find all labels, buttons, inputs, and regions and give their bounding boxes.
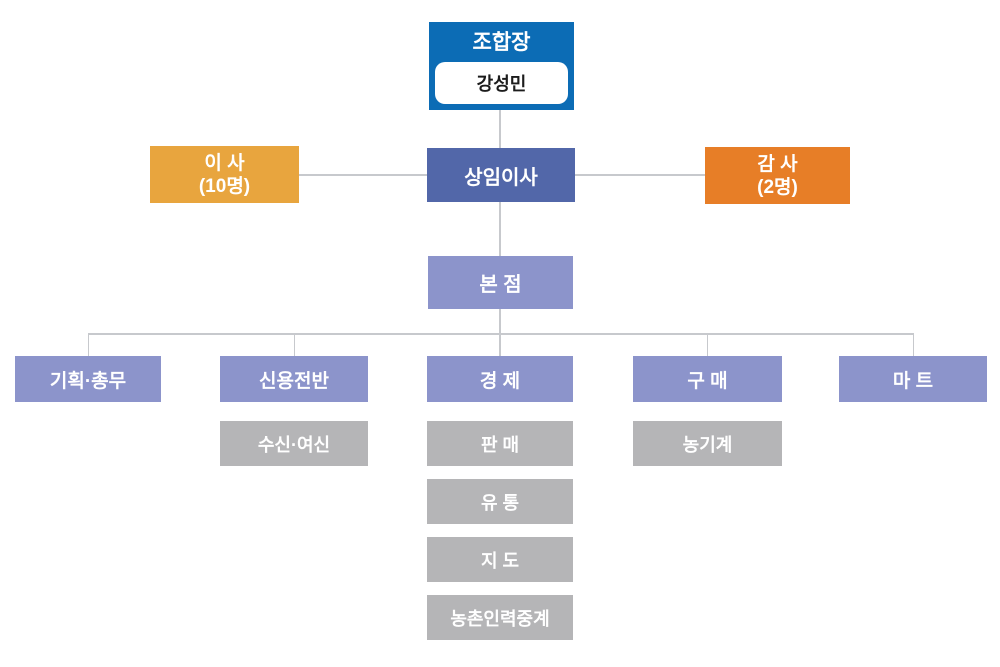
dept-label: 경 제 [479, 370, 521, 392]
sub-label: 농기계 [682, 434, 733, 455]
directors-label: 이 사 [204, 152, 245, 174]
sub-label: 판 매 [480, 434, 520, 455]
connector-chairman-to-standing [499, 110, 501, 148]
connector-hq-to-departments [499, 309, 501, 356]
sub-agricultural-machinery: 농기계 [633, 421, 782, 466]
auditors-label: 감 사 [757, 153, 798, 175]
dept-credit: 신용전반 [220, 356, 368, 402]
directors-count: (10명) [198, 175, 251, 197]
sub-label: 수신·여신 [257, 434, 331, 455]
dept-label: 기획·총무 [49, 370, 127, 392]
auditors-count: (2명) [757, 176, 798, 198]
dept-planning-general-affairs: 기획·총무 [15, 356, 161, 402]
sub-label: 지 도 [480, 550, 520, 571]
connector-standing-to-hq [499, 202, 501, 256]
dept-label: 마 트 [892, 370, 934, 392]
sub-rural-manpower-relay: 농촌인력중계 [427, 595, 573, 640]
sub-label: 유 통 [480, 492, 520, 513]
chairman-name-plate: 강성민 [435, 62, 568, 104]
sub-sales: 판 매 [427, 421, 573, 466]
sub-label: 농촌인력중계 [450, 608, 550, 629]
auditors-box: 감 사 (2명) [705, 147, 850, 204]
dept-economy: 경 제 [427, 356, 573, 402]
connector-stub-credit [293, 333, 295, 356]
headquarters-label: 본 점 [479, 274, 522, 296]
chairman-box: 조합장 강성민 [429, 22, 574, 110]
standing-director-label: 상임이사 [464, 166, 538, 189]
sub-deposit-loan: 수신·여신 [220, 421, 368, 466]
sub-distribution: 유 통 [427, 479, 573, 524]
dept-mart: 마 트 [839, 356, 987, 402]
dept-purchase: 구 매 [633, 356, 782, 402]
connector-standing-to-auditors [575, 174, 705, 176]
sub-guidance: 지 도 [427, 537, 573, 582]
connector-directors-to-standing [299, 174, 427, 176]
chairman-name: 강성민 [476, 74, 527, 94]
chairman-title: 조합장 [472, 31, 531, 54]
dept-label: 신용전반 [259, 370, 329, 392]
headquarters-box: 본 점 [428, 256, 573, 309]
standing-director-box: 상임이사 [427, 148, 575, 202]
dept-label: 구 매 [687, 370, 728, 392]
connector-stub-purchase [706, 333, 708, 356]
connector-stub-planning [87, 333, 89, 356]
connector-stub-mart [912, 333, 914, 356]
directors-box: 이 사 (10명) [150, 146, 299, 203]
connector-department-distributor [87, 333, 914, 335]
